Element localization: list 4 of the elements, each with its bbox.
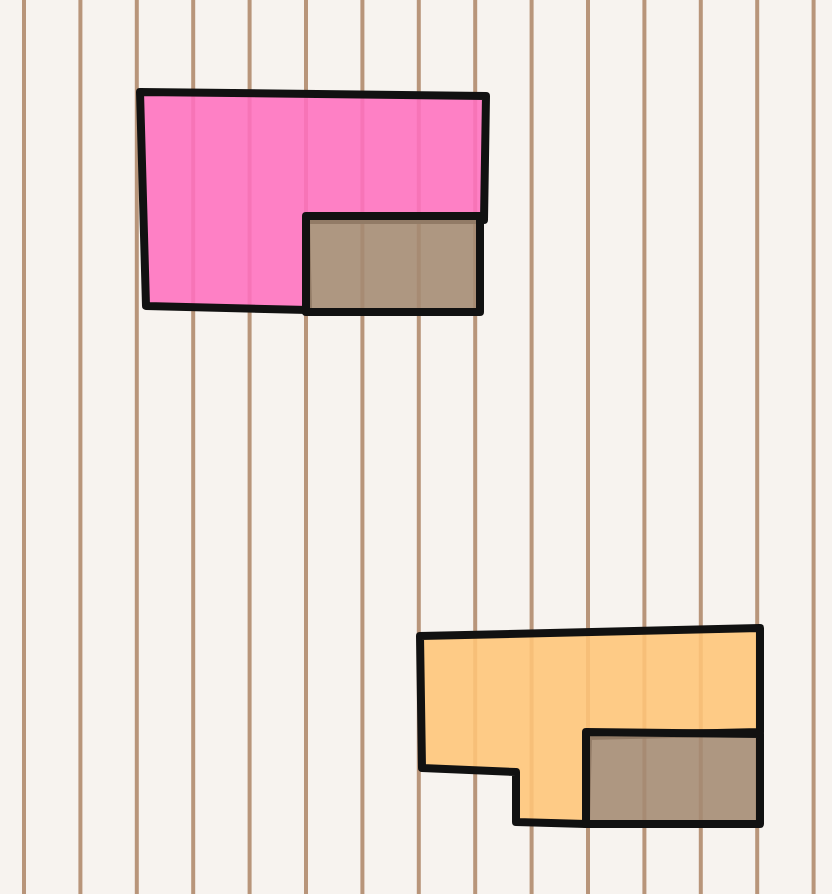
block-shape [136,88,490,316]
inner-block-shape [302,212,484,316]
inner-block-shape [582,728,764,828]
block-shape [416,624,764,828]
